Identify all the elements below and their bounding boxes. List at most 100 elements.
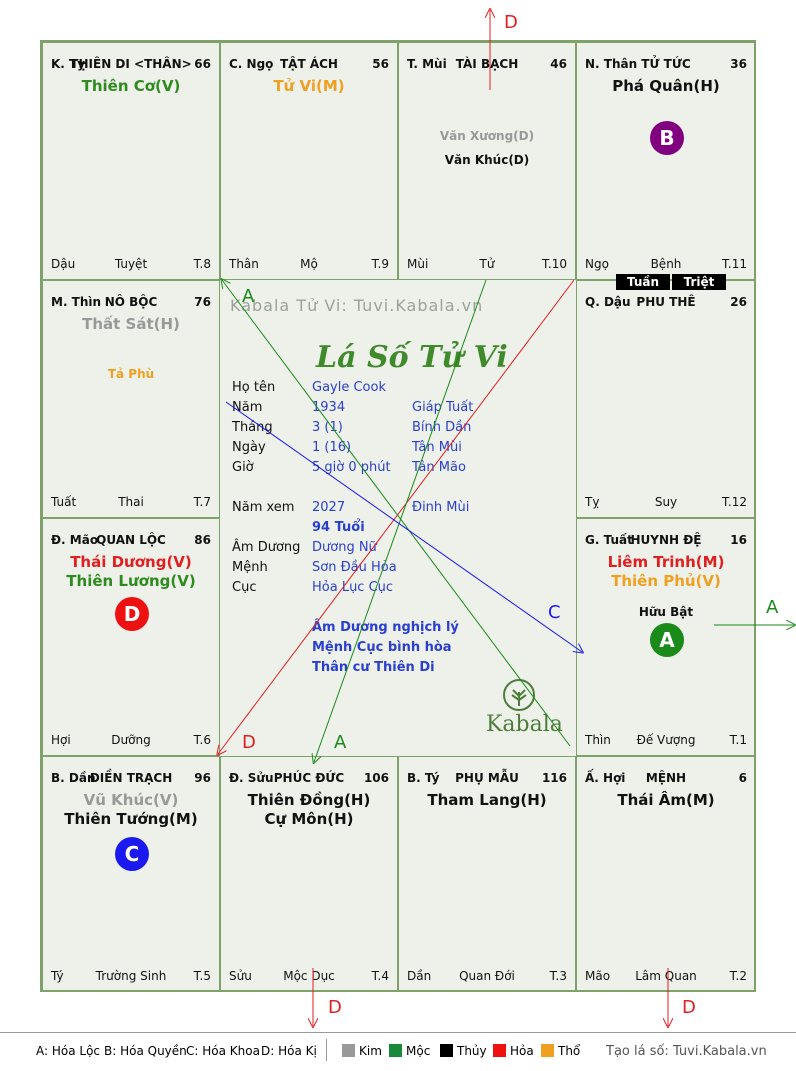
main-star: Cự Môn(H) (264, 810, 354, 828)
cell-foot-center: Thai (118, 495, 144, 509)
info-value-2: Tân Mão (412, 460, 466, 475)
cell-foot-left: Tỵ (585, 495, 600, 509)
main-star: Thiên Tướng(M) (64, 810, 198, 828)
main-star: Thiên Lương(V) (66, 572, 196, 590)
cell-branch: B. Dần (51, 771, 96, 785)
cell-age: 46 (550, 57, 567, 71)
main-star: Thất Sát(H) (82, 315, 180, 333)
info-label: Năm xem (232, 500, 295, 515)
info-value-2: Đinh Mùi (412, 500, 470, 515)
cell-age: 106 (363, 771, 389, 785)
cell-foot-center: Quan Đới (459, 969, 515, 983)
line-a-green-1 (222, 280, 571, 747)
line-d-red (218, 279, 575, 754)
legend-thuy: Thủy (440, 1044, 487, 1058)
cell-foot-center: Trường Sinh (95, 969, 167, 983)
info-value-2: Bính Dần (412, 420, 472, 435)
cell-foot-right: T.11 (722, 257, 747, 271)
legend-hoa: Hỏa (493, 1044, 534, 1058)
note-line: Âm Dương nghịch lý (312, 620, 459, 635)
cell-foot-right: T.6 (193, 733, 211, 747)
legend-site: Tạo lá số: Tuvi.Kabala.vn (606, 1044, 767, 1059)
cell-foot-left: Sửu (229, 969, 252, 983)
main-star: Vũ Khúc(V) (83, 791, 179, 809)
info-label: Âm Dương (232, 540, 301, 555)
triet-badge: Triệt (672, 274, 726, 290)
cell-branch: T. Mùi (407, 57, 447, 71)
cell-palace: QUAN LỘC (96, 533, 166, 547)
legend-tho: Thổ (541, 1044, 580, 1058)
brand-name: Kabala (486, 712, 563, 737)
cell-palace: HUYNH ĐỆ (630, 533, 702, 547)
info-label: Họ tên (232, 380, 276, 395)
arrow-label-bottom-left: D (328, 997, 342, 1018)
main-star: Tham Lang(H) (427, 791, 547, 809)
cell-foot-right: T.7 (193, 495, 211, 509)
legend-kim: Kim (342, 1044, 382, 1058)
legend: A: Hóa Lộc B: Hóa Quyền C: Hóa Khoa D: H… (0, 1032, 796, 1071)
center-info: Kabala Tử Vi: Tuvi.Kabala.vn Lá Số Tử Vi… (220, 280, 576, 756)
cell-palace: TỬ TỨC (641, 57, 691, 71)
cell-foot-left: Dần (407, 969, 432, 983)
cell-palace: PHÚC ĐỨC (273, 771, 345, 785)
cell-palace: PHU THÊ (636, 295, 696, 309)
cell-foot-left: Mão (585, 969, 611, 983)
main-star: Thiên Phủ(V) (611, 572, 721, 590)
info-value-2: Giáp Tuất (412, 400, 474, 415)
cell-foot-center: Tuyệt (114, 257, 148, 271)
line-label-d: D (242, 732, 256, 753)
line-label-c: C (548, 602, 561, 623)
cell-branch: Đ. Mão (51, 533, 99, 547)
arrow-label-top: D (504, 12, 518, 33)
cell-foot-center: Bệnh (650, 257, 682, 271)
cell-age: 16 (730, 533, 747, 547)
main-stars: Thiên Đồng(H)Cự Môn(H) (221, 791, 397, 829)
cell-branch: K. Tỵ (51, 57, 86, 71)
cell-age: 26 (730, 295, 747, 309)
cell-palace: ĐIỀN TRẠCH (89, 771, 173, 785)
arrow-label-bottom-right: D (682, 997, 696, 1018)
minor-star: Văn Khúc(D) (444, 153, 530, 167)
cell-branch: Q. Dậu (585, 295, 631, 309)
info-label: Giờ (232, 460, 254, 475)
cell-palace: NÔ BỘC (104, 295, 158, 309)
info-value: 1 (16) (312, 440, 352, 455)
cell-foot-right: T.3 (549, 969, 567, 983)
cell-foot-right: T.4 (371, 969, 389, 983)
info-label: Tháng (232, 420, 273, 435)
chart-title: Lá Số Tử Vi (316, 340, 508, 375)
line-a-green-2 (314, 279, 487, 762)
cell-foot-center: Mộ (300, 257, 318, 271)
main-star: Thái Dương(V) (70, 553, 192, 571)
cell-age: 86 (194, 533, 211, 547)
legend-divider (326, 1039, 327, 1061)
cell-age: 56 (372, 57, 389, 71)
note-line: Thân cư Thiên Di (312, 660, 435, 675)
cell-branch: B. Tý (407, 771, 440, 785)
cell-foot-left: Mùi (407, 257, 429, 271)
arrow-label-right: A (766, 597, 779, 618)
main-star: Tử Vi(M) (273, 77, 345, 95)
info-label: Mệnh (232, 560, 268, 575)
